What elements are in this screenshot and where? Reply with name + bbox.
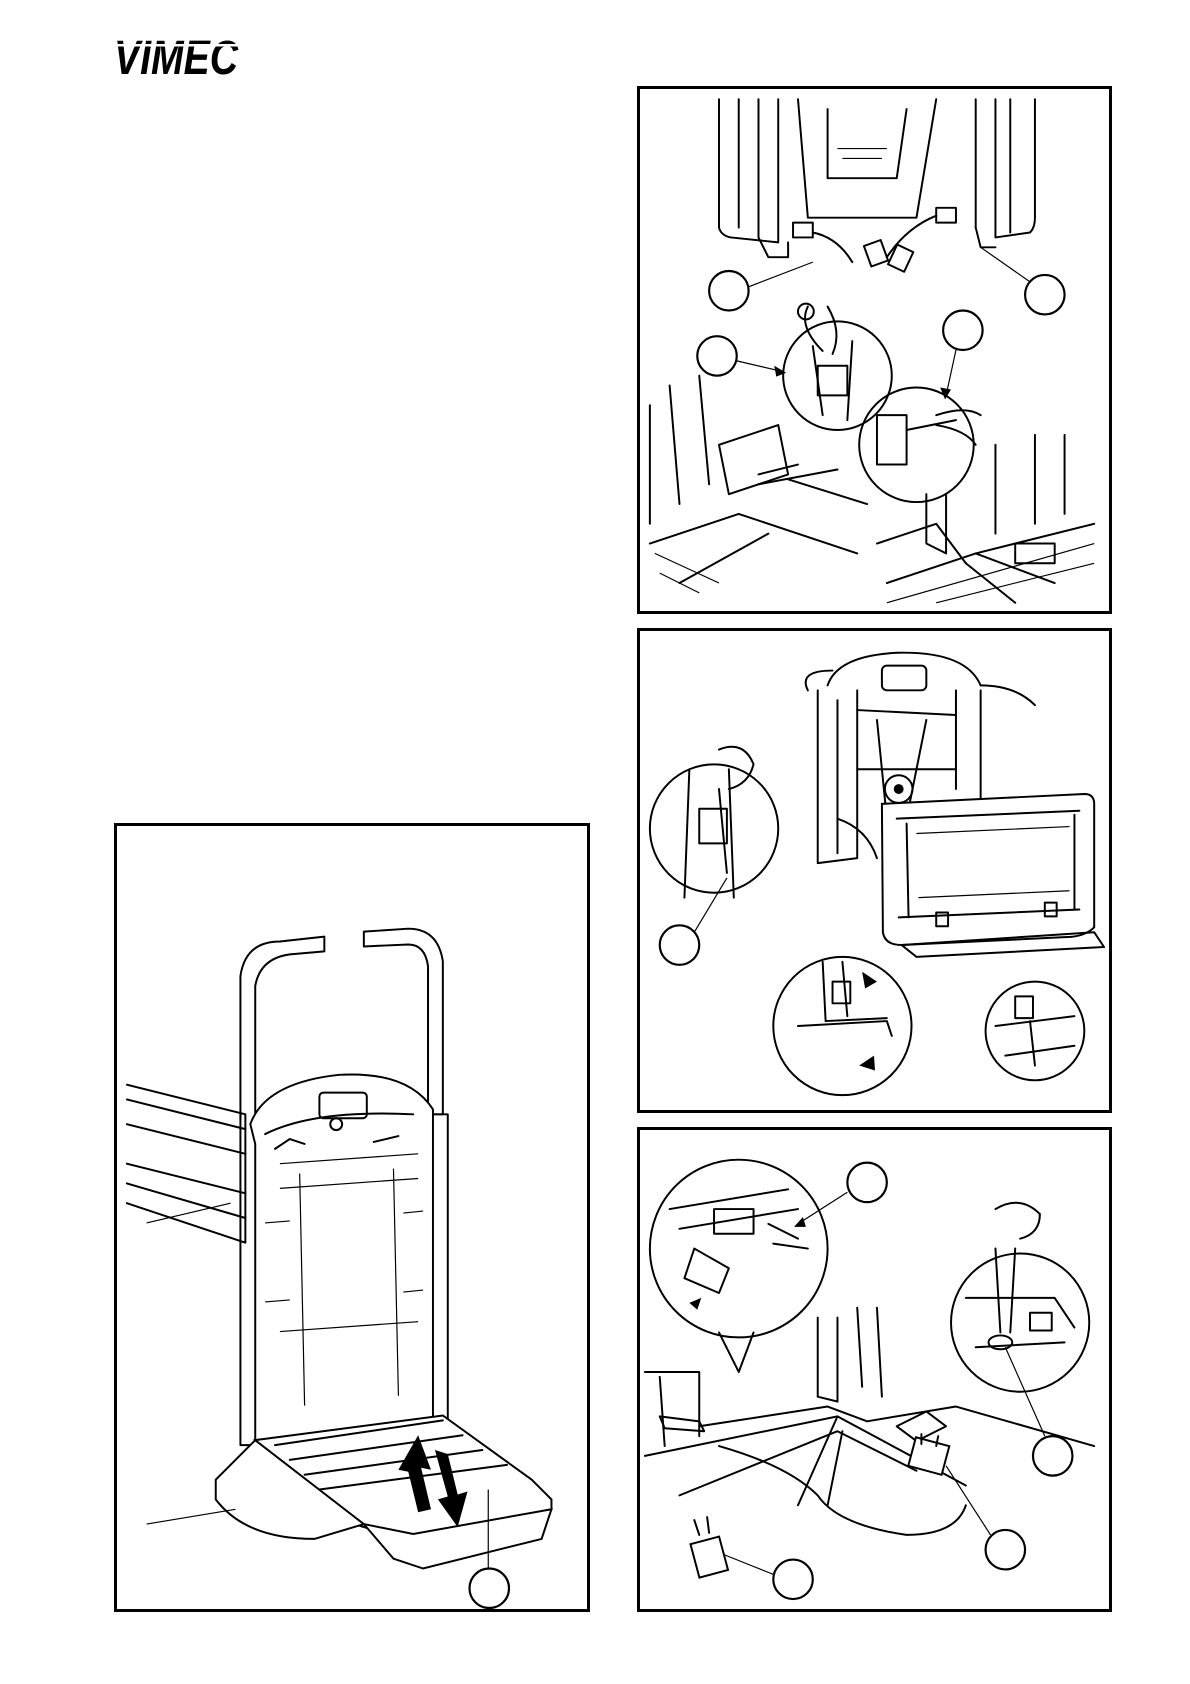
figure-panel-top-right [637, 86, 1112, 614]
platform-illustration [640, 631, 1109, 1110]
callout-circle-6 [847, 1163, 886, 1202]
figure-panel-middle-right [637, 628, 1112, 1113]
callout-circle-2 [1025, 275, 1064, 314]
callout-circle-5 [660, 925, 699, 964]
callout-circle-8 [773, 1560, 812, 1599]
callout-circle-10 [470, 1569, 509, 1608]
vimec-logo: VIMEC [112, 30, 242, 80]
callout-circle-7 [1033, 1436, 1072, 1475]
folding-platform-illustration [117, 826, 587, 1609]
locking-pins-illustration [640, 1130, 1109, 1609]
callout-circle-1 [709, 271, 748, 310]
connectors-illustration [640, 89, 1109, 611]
callout-circle-9 [986, 1530, 1025, 1569]
figure-panel-bottom-left [114, 823, 590, 1612]
logo-text: VIMEC [114, 32, 239, 80]
callout-circle-3 [697, 336, 736, 375]
figure-panel-bottom-right [637, 1127, 1112, 1612]
callout-circle-4 [943, 311, 982, 350]
